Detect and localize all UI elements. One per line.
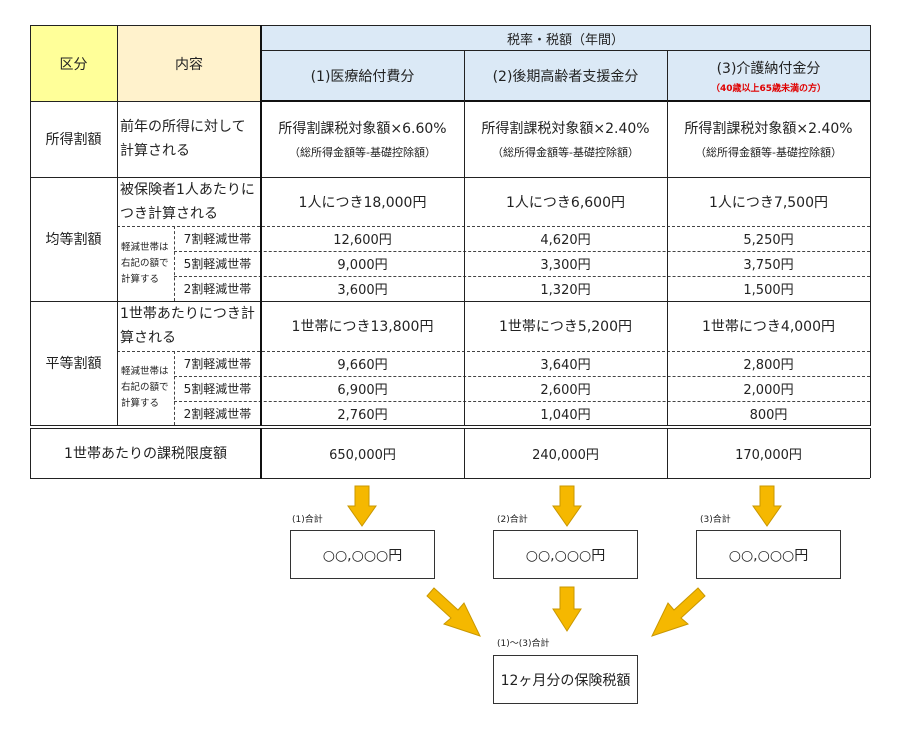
shotoku-col1: 所得割課税対象額×6.60% （総所得金額等-基礎控除額） (261, 101, 464, 177)
header-col2: (2)後期高齢者支援金分 (464, 50, 667, 101)
shotoku-col3-sub: （総所得金額等-基礎控除額） (695, 146, 842, 159)
kintou-desc: 被保険者1人あたりにつき計算される (120, 181, 255, 222)
heitou-label: 平等割額 (45, 356, 102, 372)
sum2-box: ○○,○○○円 (493, 530, 638, 579)
kintou-type-2: 2割軽減世帯 (183, 282, 252, 296)
heitou-base-col3: 1世帯につき4,000円 (702, 319, 835, 335)
heitou-base-col2: 1世帯につき5,200円 (499, 319, 632, 335)
shotoku-col2-sub: （総所得金額等-基礎控除額） (492, 146, 639, 159)
heitou-desc: 1世帯あたりにつき計算される (120, 306, 255, 346)
kintou-label: 均等割額 (45, 232, 102, 248)
kintou-5-col2: 3,300円 (540, 258, 591, 273)
kintou-2-col2: 1,320円 (540, 283, 591, 298)
heitou-2-col3: 800円 (749, 407, 788, 423)
header-col3-note: （40歳以上65歳未満の方） (710, 83, 827, 94)
arrow-diagonal-right-icon (426, 587, 481, 637)
kintou-base-col1: 1人につき18,000円 (298, 194, 427, 211)
heitou-2-col2: 1,040円 (540, 407, 591, 423)
kintou-type-5: 5割軽減世帯 (183, 257, 252, 271)
shotoku-desc: 前年の所得に対して計算される (120, 119, 246, 159)
heitou-type-5: 5割軽減世帯 (183, 382, 252, 396)
heitou-type-7: 7割軽減世帯 (183, 357, 252, 371)
heitou-base-col1: 1世帯につき13,800円 (291, 319, 434, 335)
heitou-7-col3: 2,800円 (743, 358, 794, 373)
kintou-base-col2: 1人につき6,600円 (506, 194, 625, 211)
kintou-7-col3: 5,250円 (743, 233, 794, 248)
kintou-7-col2: 4,620円 (540, 233, 591, 248)
shotoku-col3-value: 所得割課税対象額×2.40% (684, 121, 853, 137)
arrow-diagonal-left-icon (651, 587, 706, 637)
kintou-7-col1: 12,600円 (333, 233, 392, 248)
header-col3: (3)介護納付金分 （40歳以上65歳未満の方） (667, 50, 870, 101)
heitou-5-col2: 2,600円 (540, 383, 591, 398)
gendo-col3: 170,000円 (735, 447, 802, 463)
kintou-5-col3: 3,750円 (743, 258, 794, 273)
gendo-label: 1世帯あたりの課税限度額 (64, 446, 227, 462)
heitou-type-2: 2割軽減世帯 (183, 406, 252, 421)
heitou-5-col1: 6,900円 (337, 383, 388, 398)
kintou-2-col1: 3,600円 (337, 283, 388, 298)
heitou-reduce-note: 軽減世帯は右記の額で計算する (121, 366, 169, 409)
shotoku-col2-value: 所得割課税対象額×2.40% (481, 121, 650, 137)
total-box: 12ヶ月分の保険税額 (493, 655, 638, 704)
arrow-down-3-icon (752, 485, 782, 527)
kintou-2-col3: 1,500円 (743, 283, 794, 298)
header-naiyou: 内容 (117, 26, 261, 101)
header-zeiritsu: 税率・税額（年間） (261, 26, 870, 50)
arrow-down-1-icon (347, 485, 377, 527)
heitou-2-col1: 2,760円 (337, 407, 388, 423)
sum1-box: ○○,○○○円 (290, 530, 435, 579)
sum3-label: (3)合計 (700, 515, 731, 525)
gendo-col1: 650,000円 (329, 447, 396, 463)
gendo-col2: 240,000円 (532, 447, 599, 463)
arrow-down-2-icon (552, 485, 582, 527)
arrow-down-center-icon (552, 586, 582, 632)
kintou-reduce-note: 軽減世帯は右記の額で計算する (121, 241, 169, 285)
shotoku-col1-sub: （総所得金額等-基礎控除額） (289, 146, 436, 159)
shotoku-col1-value: 所得割課税対象額×6.60% (278, 121, 447, 137)
kintou-type-7: 7割軽減世帯 (183, 232, 252, 246)
kintou-base-col3: 1人につき7,500円 (709, 194, 828, 211)
header-col1: (1)医療給付費分 (261, 50, 464, 101)
shotoku-col2: 所得割課税対象額×2.40% （総所得金額等-基礎控除額） (464, 101, 667, 177)
total-label: (1)～(3)合計 (497, 639, 550, 649)
header-col3-label: (3)介護納付金分 (716, 60, 821, 77)
kintou-5-col1: 9,000円 (337, 258, 388, 273)
sum3-box: ○○,○○○円 (696, 530, 841, 579)
header-kubun: 区分 (30, 26, 117, 101)
shotoku-col3: 所得割課税対象額×2.40% （総所得金額等-基礎控除額） (667, 101, 870, 177)
shotoku-label: 所得割額 (45, 132, 102, 148)
heitou-7-col1: 9,660円 (337, 358, 388, 373)
sum2-label: (2)合計 (497, 515, 528, 525)
heitou-7-col2: 3,640円 (540, 358, 591, 373)
sum1-label: (1)合計 (292, 515, 323, 525)
heitou-5-col3: 2,000円 (743, 383, 794, 398)
